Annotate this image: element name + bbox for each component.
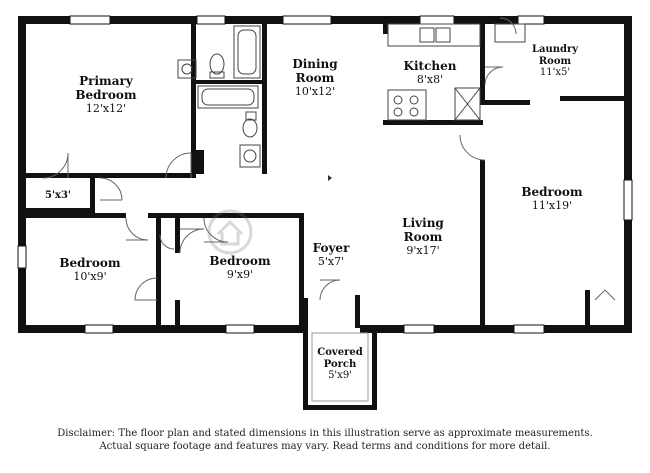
room-dims: 11'x19' xyxy=(531,198,573,212)
room-closet: 5'x3' xyxy=(32,190,84,202)
room-dims: 5'x3' xyxy=(44,190,71,201)
covered-porch-outline xyxy=(303,298,377,410)
north-marker xyxy=(328,175,332,181)
room-name: Bedroom xyxy=(521,185,583,199)
room-dining-room: Dining Room 10'x12' xyxy=(278,57,352,98)
room-laundry: Laundry Room 11'x5' xyxy=(520,44,590,79)
room-dims: 10'x9' xyxy=(73,269,107,283)
room-name: Kitchen xyxy=(403,59,457,73)
disclaimer-line-1: Disclaimer: The floor plan and stated di… xyxy=(57,428,593,439)
room-name: Living Room xyxy=(402,216,444,244)
room-dims: 5'x7' xyxy=(317,254,345,268)
disclaimer-line-2: Actual square footage and features may v… xyxy=(99,440,551,452)
room-living-room: Living Room 9'x17' xyxy=(388,216,458,257)
room-dims: 11'x5' xyxy=(539,67,571,78)
room-name: Dining Room xyxy=(292,57,338,85)
room-kitchen: Kitchen 8'x8' xyxy=(395,59,465,86)
room-foyer: Foyer 5'x7' xyxy=(303,241,359,268)
room-name: Laundry Room xyxy=(531,44,579,67)
room-bedroom-southwest: Bedroom 10'x9' xyxy=(50,256,130,283)
room-bedroom-east: Bedroom 11'x19' xyxy=(512,185,592,212)
room-dims: 12'x12' xyxy=(85,101,127,115)
room-dims: 5'x9' xyxy=(328,370,352,381)
windows xyxy=(17,15,633,334)
door-swings xyxy=(42,17,616,301)
room-name: Bedroom xyxy=(59,256,121,270)
interior-walls xyxy=(26,24,632,328)
room-name: Primary Bedroom xyxy=(75,74,137,102)
bathroom-fixtures xyxy=(177,25,261,168)
room-primary-bedroom: Primary Bedroom 12'x12' xyxy=(66,74,146,115)
kitchen-fixtures xyxy=(387,23,526,121)
room-name: Covered Porch xyxy=(317,347,363,370)
room-dims: 9'x9' xyxy=(226,267,254,281)
room-dims: 10'x12' xyxy=(294,84,336,98)
room-name: Bedroom xyxy=(209,254,271,268)
room-bedroom-middle: Bedroom 9'x9' xyxy=(200,254,280,281)
room-covered-porch: Covered Porch 5'x9' xyxy=(306,347,374,382)
room-dims: 8'x8' xyxy=(416,72,444,86)
room-name: Foyer xyxy=(312,241,350,255)
room-dims: 9'x17' xyxy=(406,243,440,257)
disclaimer: Disclaimer: The floor plan and stated di… xyxy=(0,428,650,453)
